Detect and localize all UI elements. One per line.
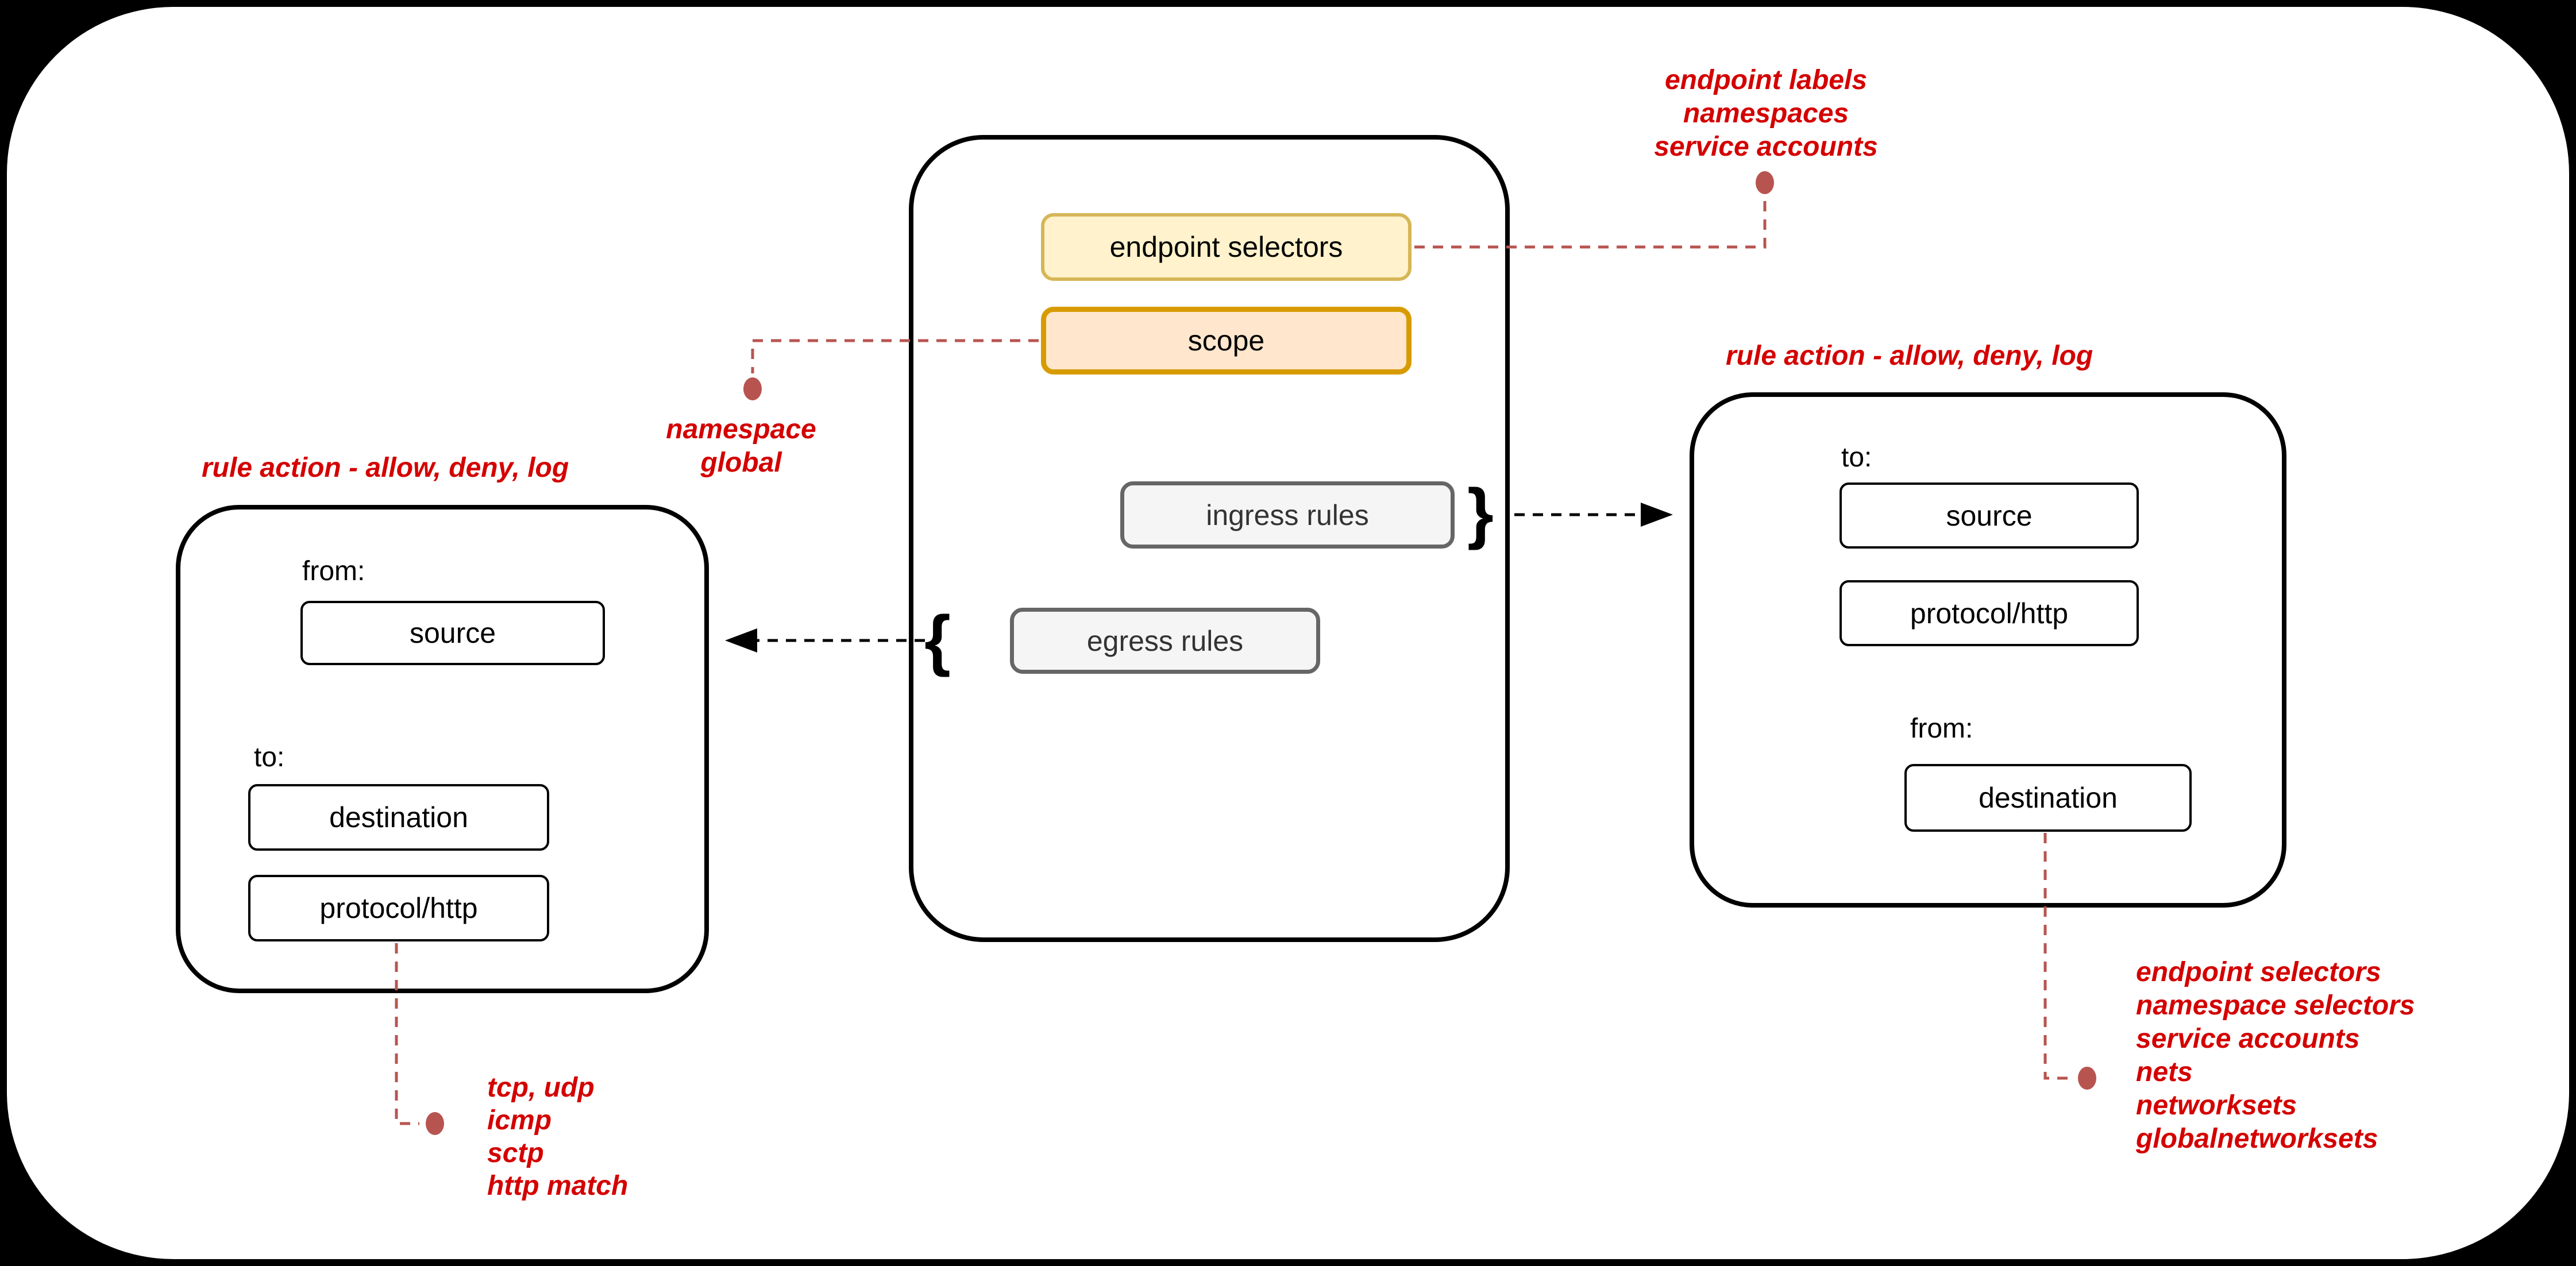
annotation-line: service accounts xyxy=(2136,1024,2360,1054)
ingress-rules-label: ingress rules xyxy=(1206,499,1369,531)
annotation-line: service accounts xyxy=(1654,132,1878,162)
egress-source-label: source xyxy=(409,617,496,649)
egress-source-box: source xyxy=(300,601,605,665)
ingress-rule-action-title: rule action - allow, deny, log xyxy=(1726,341,2093,371)
ingress-from-label: from: xyxy=(1910,713,1973,744)
ingress-rules-box: ingress rules xyxy=(1120,481,1455,549)
ingress-protocol-label: protocol/http xyxy=(1910,597,2069,630)
egress-destination-label: destination xyxy=(329,801,468,833)
annotation-line: sctp xyxy=(487,1138,544,1168)
annotation-line: tcp, udp xyxy=(487,1072,595,1103)
egress-protocol-label: protocol/http xyxy=(319,892,478,924)
egress-from-label: from: xyxy=(302,556,365,586)
scope-options-annotation: namespace global xyxy=(597,413,885,480)
ingress-destination-label: destination xyxy=(1979,782,2118,814)
endpoint-selector-options-annotation: endpoint labels namespaces service accou… xyxy=(1536,64,1996,164)
egress-brace: { xyxy=(924,602,951,678)
egress-rules-box: egress rules xyxy=(1010,608,1320,674)
annotation-line: http match xyxy=(487,1171,628,1201)
ingress-destination-box: destination xyxy=(1904,764,2192,832)
annotation-line: icmp xyxy=(487,1105,552,1136)
ingress-brace: } xyxy=(1467,475,1494,551)
ingress-source-label: source xyxy=(1946,499,2033,532)
egress-rules-label: egress rules xyxy=(1086,624,1244,657)
annotation-line: namespace selectors xyxy=(2136,990,2415,1021)
egress-destination-box: destination xyxy=(248,784,549,851)
ingress-source-box: source xyxy=(1840,483,2139,549)
egress-rule-action-title: rule action - allow, deny, log xyxy=(202,453,569,483)
scope-label: scope xyxy=(1187,325,1265,357)
endpoint-selectors-label: endpoint selectors xyxy=(1109,231,1343,263)
ingress-to-label: to: xyxy=(1841,442,1872,473)
annotation-line: endpoint labels xyxy=(1664,65,1868,95)
annotation-line: namespace xyxy=(666,414,816,445)
annotation-line: global xyxy=(700,447,782,478)
ingress-protocol-box: protocol/http xyxy=(1840,580,2139,646)
annotation-line: globalnetworksets xyxy=(2136,1124,2378,1154)
annotation-line: nets xyxy=(2136,1057,2193,1087)
scope-box: scope xyxy=(1041,307,1412,375)
egress-protocol-box: protocol/http xyxy=(248,875,549,941)
egress-to-label: to: xyxy=(254,742,285,773)
annotation-line: networksets xyxy=(2136,1090,2297,1121)
protocol-options-annotation: tcp, udp icmp sctp http match xyxy=(487,1071,628,1202)
annotation-line: namespaces xyxy=(1683,98,1849,129)
endpoint-selectors-box: endpoint selectors xyxy=(1041,213,1412,281)
annotation-line: endpoint selectors xyxy=(2136,957,2381,987)
destination-options-annotation: endpoint selectors namespace selectors s… xyxy=(2136,956,2415,1156)
